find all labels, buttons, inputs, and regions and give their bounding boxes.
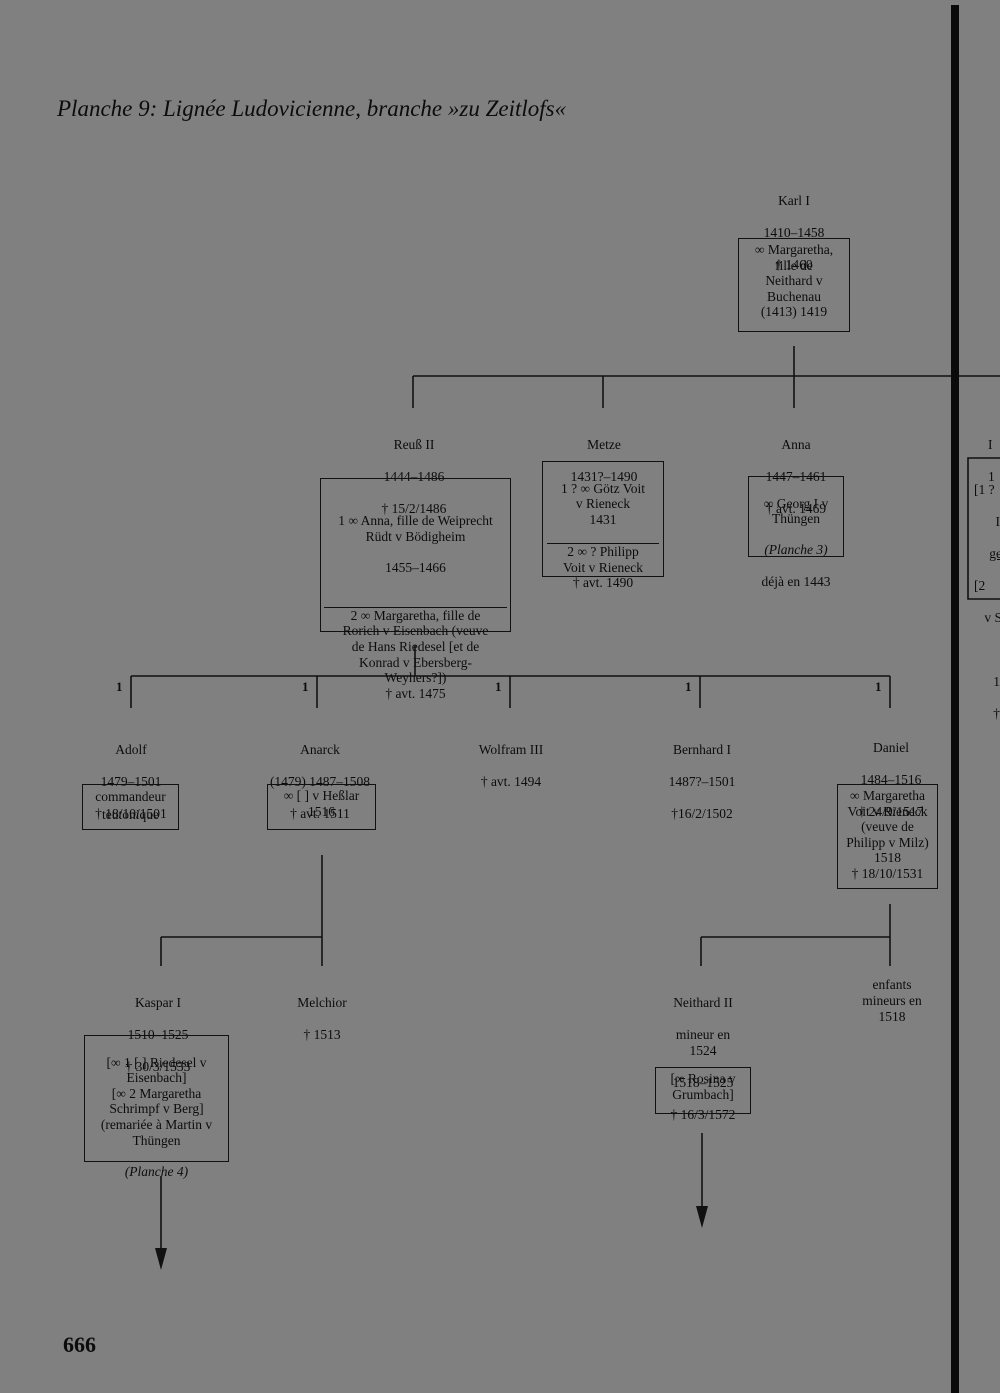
person-name: Kaspar I — [134, 995, 182, 1010]
person-dates: (1479) 1487–1508 — [269, 774, 371, 789]
binding-edge-bar — [951, 5, 959, 1393]
marriage-label: 1 — [495, 679, 502, 694]
person-dates: 1487?–1501 — [668, 774, 736, 789]
person-death: † 1460 — [775, 257, 813, 272]
cutoff-text: I — [988, 437, 993, 452]
person-daniel: Daniel 1484–1516 † 24/9/1517 — [838, 724, 944, 836]
marriage-box-kaspar-i: [∞ 1 [ ] Riedesel v Eisenbach] [∞ 2 Marg… — [84, 1035, 229, 1179]
marriage-label: 1 — [875, 679, 882, 694]
person-name: Anna — [781, 437, 811, 452]
person-dates: 1484–1516 — [860, 772, 922, 787]
person-melchior: Melchior † 1513 — [276, 979, 368, 1059]
person-wolfram-iii: Wolfram III † avt. 1494 — [458, 726, 564, 806]
cutoff-fragment-top: I 1 — [988, 421, 1000, 501]
person-death: † 24/9/1517 — [858, 804, 924, 819]
person-death: † 16/3/1572 — [670, 1107, 736, 1122]
marriage-2: 2 ∞ Margaretha, fille de Rorich v Eisenb… — [324, 606, 507, 702]
person-dates: 1431?–1490 — [570, 469, 638, 484]
person-metze: Metze 1431?–1490 — [548, 421, 660, 501]
marriage-box-anna: ∞ Georg I v Thüngen (Planche 3) déjà en … — [748, 476, 844, 589]
person-bernhard-i: Bernhard I 1487?–1501 †16/2/1502 — [648, 726, 756, 838]
marriage-text: [∞ 1 [ ] Riedesel v Eisenbach] [∞ 2 Marg… — [100, 1054, 213, 1148]
marriage-text: ∞ Georg I v Thüngen — [763, 495, 829, 527]
cutoff-fragment-box: [1 ? I ge [2 v S 1 † — [974, 466, 1000, 738]
plate-reference: (Planche 3) — [764, 542, 828, 558]
person-dates: 1444–1486 — [383, 469, 445, 484]
cutoff-text — [974, 642, 1000, 658]
marriage-label: 1 — [302, 679, 309, 694]
cutoff-text: 1 — [993, 674, 1000, 689]
person-enfants-mineurs: enfants mineurs en 1518 — [862, 977, 922, 1024]
person-name: Daniel — [873, 740, 909, 755]
person-name: Adolf — [115, 742, 147, 757]
person-name: Bernhard I — [672, 742, 732, 757]
marriage-box-metze: 1 ? ∞ Götz Voit v Rieneck 1431 2 ∞ ? Phi… — [542, 461, 664, 590]
person-dates: 1410–1458 — [763, 225, 825, 240]
arrow-neithard-head — [696, 1206, 708, 1228]
person-death: † 18/10/1501 — [95, 806, 167, 821]
person-death: † 30/3/1533 — [125, 1059, 191, 1074]
plate-reference: (Planche 4) — [124, 1163, 189, 1179]
person-name: Reuß II — [393, 437, 435, 452]
person-death: † 15/2/1486 — [381, 501, 447, 516]
cutoff-text: † — [993, 706, 1000, 721]
person-death: † avt. 1494 — [480, 774, 542, 789]
person-adolf: Adolf 1479–1501 † 18/10/1501 — [76, 726, 186, 838]
person-name: Melchior — [297, 995, 347, 1010]
cutoff-text: [2 — [974, 578, 986, 593]
person-death: † avt. 1511 — [290, 806, 350, 821]
cutoff-box-border — [967, 457, 1000, 600]
marriage-1: 1 ∞ Anna, fille de Weiprecht Rüdt v Bödi… — [324, 498, 507, 592]
person-kaspar-i: Kaspar I 1510–1525 † 30/3/1533 — [102, 979, 214, 1091]
marriage-2: 2 ∞ ? Philipp Voit v Rieneck † avt. 1490 — [547, 542, 659, 591]
person-name: Neithard II — [673, 995, 733, 1010]
marriage-label: 1 — [685, 679, 692, 694]
person-death: †16/2/1502 — [671, 806, 733, 821]
note-box-adolf: commandeur teutonique — [82, 784, 179, 830]
person-reuss-ii: Reuß II 1444–1486 † 15/2/1486 — [354, 421, 474, 533]
marriage-box-karl-i: ∞ Margaretha, fille de Neithard v Buchen… — [738, 238, 850, 332]
person-name: Wolfram III — [478, 742, 544, 757]
person-death: † 1513 — [303, 1027, 341, 1042]
person-karl-i: Karl I 1410–1458 † 1460 — [744, 177, 844, 289]
cutoff-text: [1 ? — [974, 482, 995, 497]
person-name: Metze — [587, 437, 621, 452]
person-dates: 1518–1525 — [672, 1075, 734, 1090]
person-dates: 1479–1501 — [100, 774, 162, 789]
marriage-box-neithard-ii: [∞ Rosina v Grumbach] — [655, 1067, 751, 1114]
marriage-box-anarck: ∞ [ ] v Heßlar 1516 — [267, 784, 376, 830]
person-note: mineur en 1524 — [675, 1027, 731, 1058]
person-name: Anarck — [300, 742, 340, 757]
cutoff-text: ge — [989, 546, 1000, 561]
arrow-kaspar-head — [155, 1248, 167, 1270]
person-dates: 1510–1525 — [127, 1027, 189, 1042]
marriage-box-daniel: ∞ Margaretha Voit v Rieneck (veuve de Ph… — [837, 784, 938, 889]
marriage-label: 1 — [116, 679, 123, 694]
page-number: 666 — [63, 1332, 96, 1357]
person-anarck: Anarck (1479) 1487–1508 † avt. 1511 — [258, 726, 382, 838]
marriage-note: déjà en 1443 — [761, 573, 831, 589]
marriage-1: 1 ? ∞ Götz Voit v Rieneck 1431 — [560, 480, 646, 527]
person-death: † avt. 1469 — [765, 501, 827, 516]
cutoff-text: I — [995, 514, 1000, 529]
marriage-box-reuss-ii: 1 ∞ Anna, fille de Weiprecht Rüdt v Bödi… — [320, 478, 511, 701]
marriage-1-dates: 1455–1466 — [385, 559, 446, 575]
person-neithard-ii: Neithard II mineur en 1524 1518–1525 † 1… — [650, 979, 756, 1139]
person-name: Karl I — [778, 193, 810, 208]
plate-title: Planche 9: Lignée Ludovicienne, branche … — [57, 96, 567, 121]
marriage-1-text: 1 ∞ Anna, fille de Weiprecht Rüdt v Bödi… — [338, 513, 493, 544]
cutoff-text: v S — [984, 610, 1000, 625]
cutoff-text: 1 — [988, 469, 995, 484]
